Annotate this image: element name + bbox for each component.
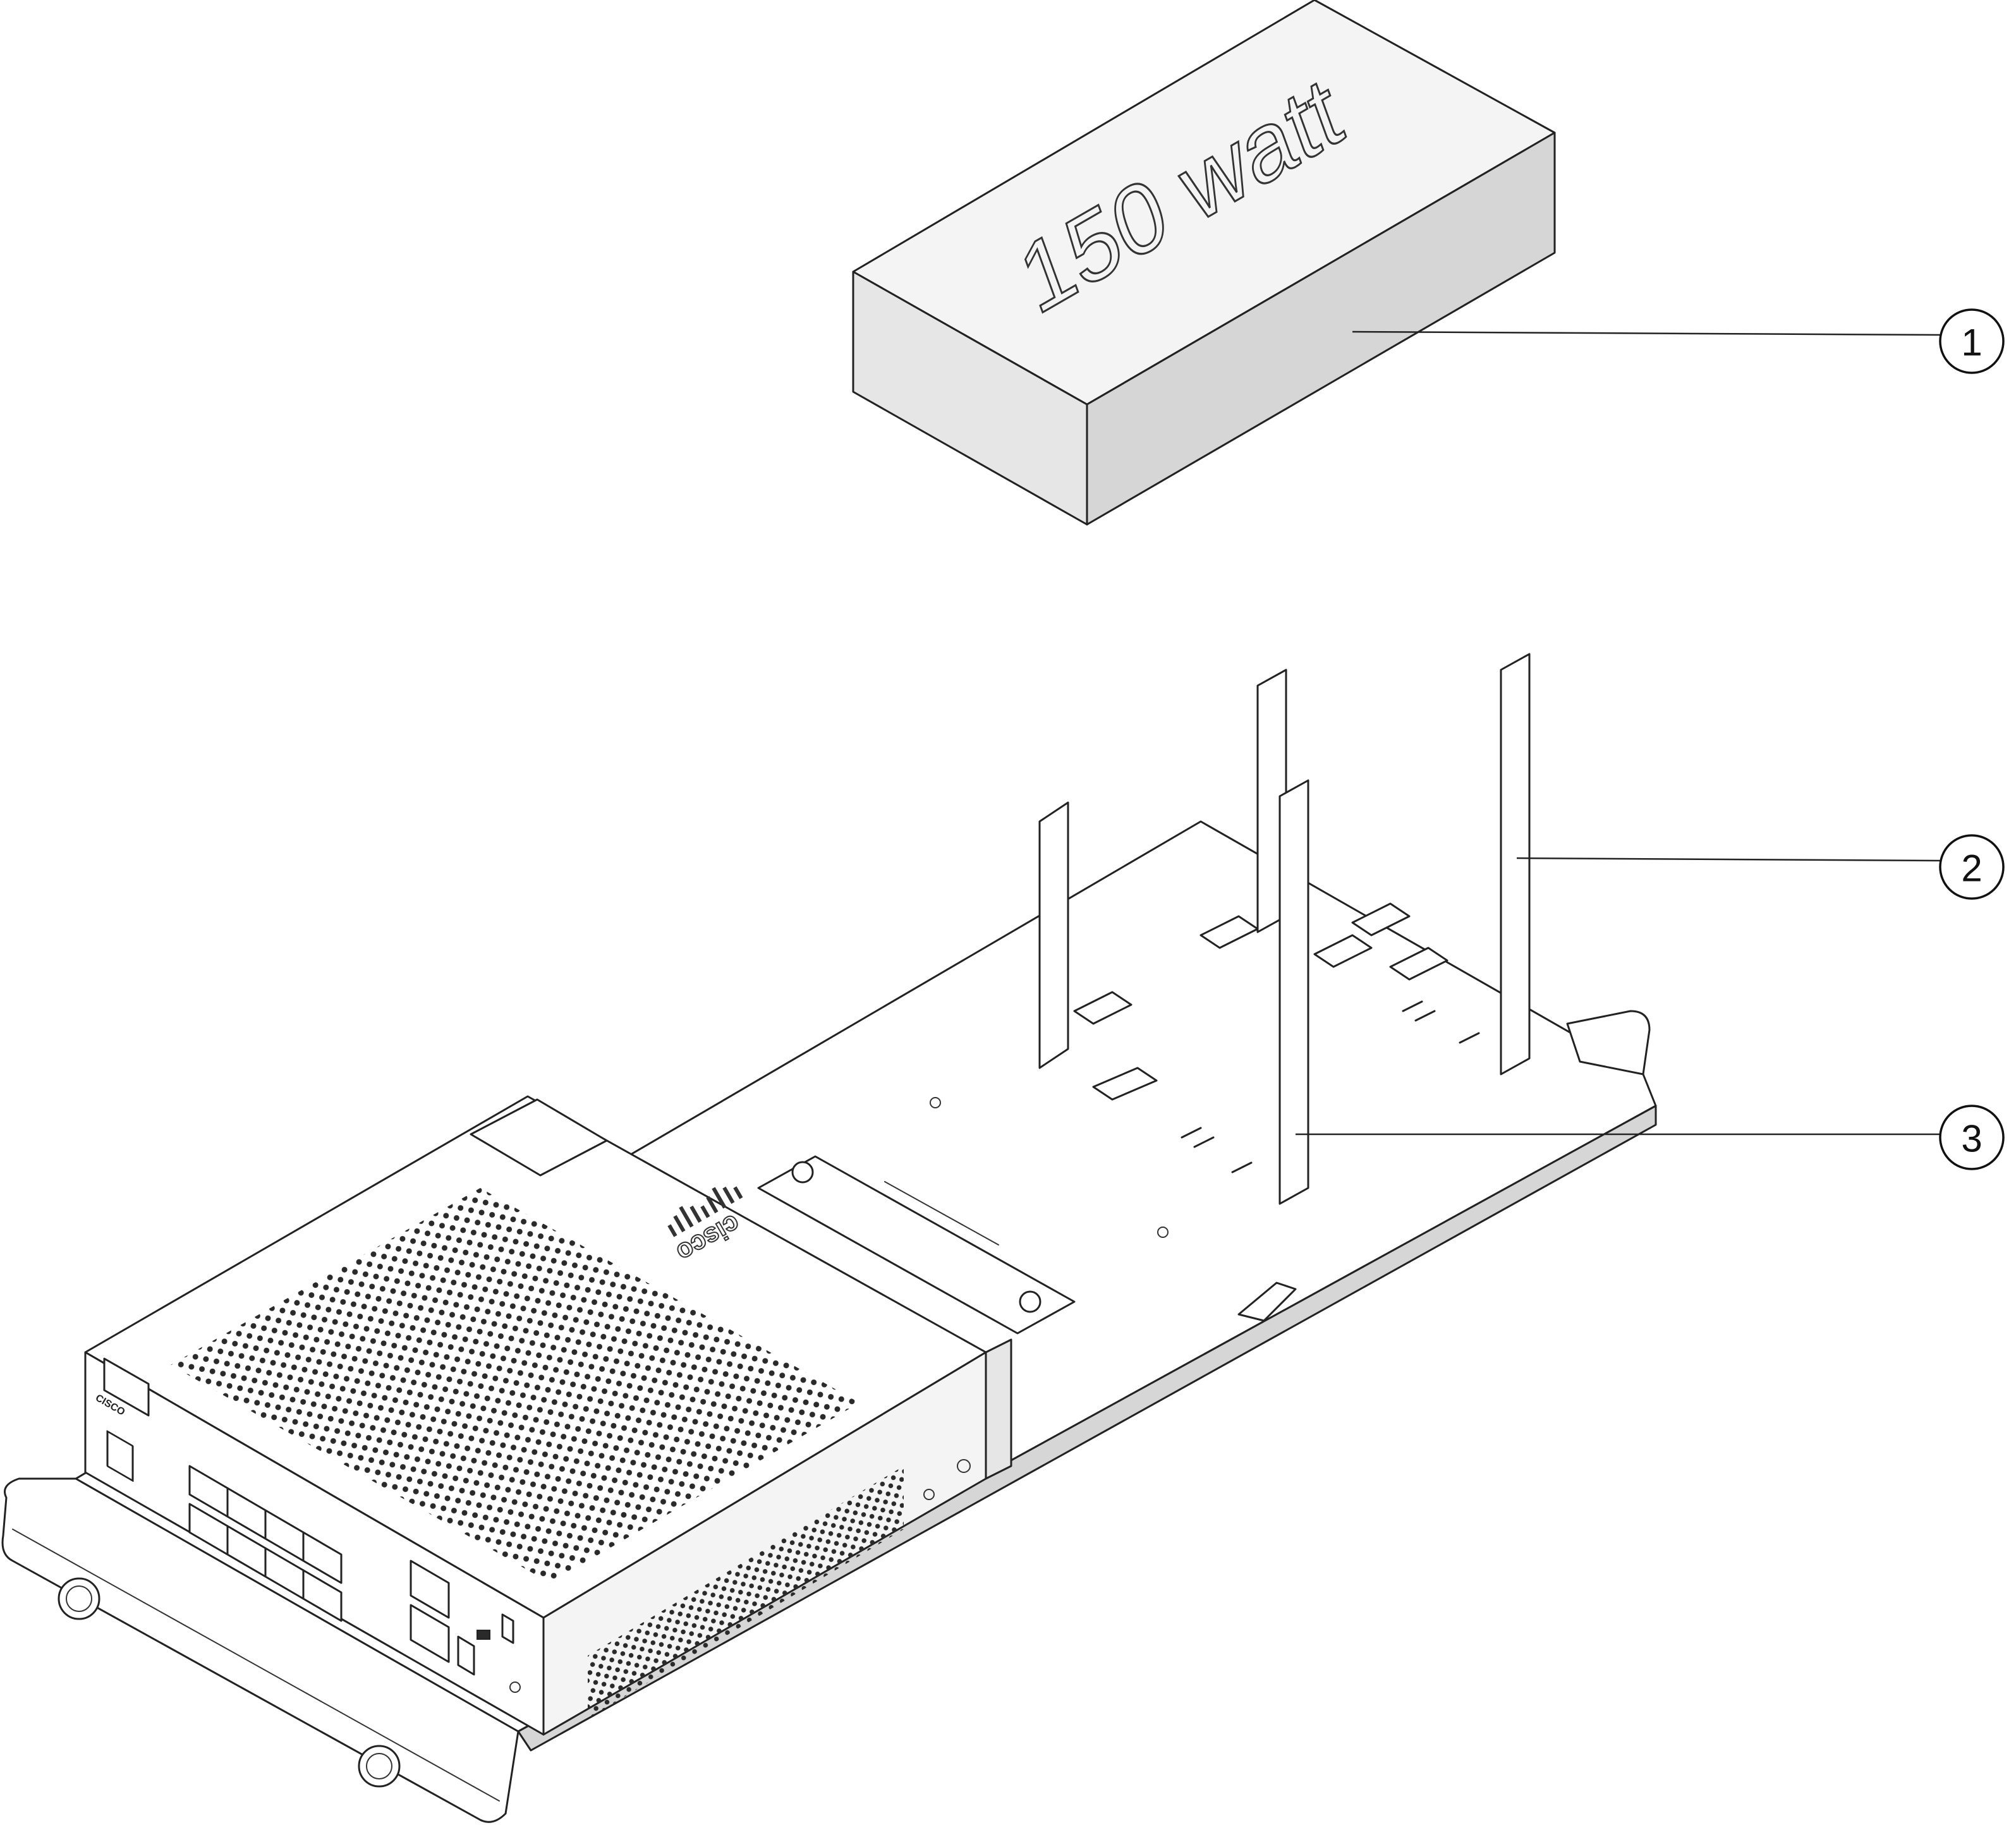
- callout-1-number: 1: [1961, 322, 1982, 364]
- thumbscrew-right: [358, 1745, 401, 1788]
- callout-1: 1: [1352, 308, 2005, 374]
- top-vent-grid: [171, 1188, 859, 1583]
- callout-3-number: 3: [1961, 1118, 1982, 1160]
- front-panel: CISCO: [94, 1357, 521, 1693]
- switch-rear-cap: [985, 1338, 1012, 1480]
- cisco-bars-icon: [667, 1186, 743, 1237]
- status-leds: [103, 1357, 150, 1417]
- console-port: [457, 1635, 475, 1676]
- callout-3: 3: [1296, 1105, 2005, 1170]
- power-connector: [106, 1430, 134, 1482]
- callout-2: 2: [1516, 834, 2005, 900]
- tray-front-lip: [1, 1477, 519, 1823]
- bracket-c: [1278, 779, 1309, 1205]
- tray-slots: [930, 902, 1480, 1322]
- switch-device: cisco CISCO: [84, 1095, 1012, 1736]
- bracket-a: [1038, 801, 1069, 1069]
- bracket-d: [1500, 653, 1531, 1076]
- thumbscrew-left: [58, 1577, 100, 1620]
- switch-top-label: [470, 1098, 608, 1177]
- vertical-brackets: [1038, 653, 1531, 1205]
- rear-bracket: [757, 1155, 1076, 1335]
- weight-block: 150 watt: [852, 0, 1556, 526]
- screw-icon: [791, 1161, 814, 1184]
- ethernet-ports: [188, 1465, 343, 1622]
- usb-port: [477, 1630, 490, 1640]
- uplink-ports: [410, 1560, 521, 1693]
- tray-rear-tab: [1566, 1010, 1651, 1076]
- weight-right-face: [1086, 131, 1556, 526]
- callout-2-number: 2: [1961, 847, 1982, 890]
- screw-icon: [1019, 1290, 1041, 1313]
- side-vent-grid: [588, 1466, 904, 1719]
